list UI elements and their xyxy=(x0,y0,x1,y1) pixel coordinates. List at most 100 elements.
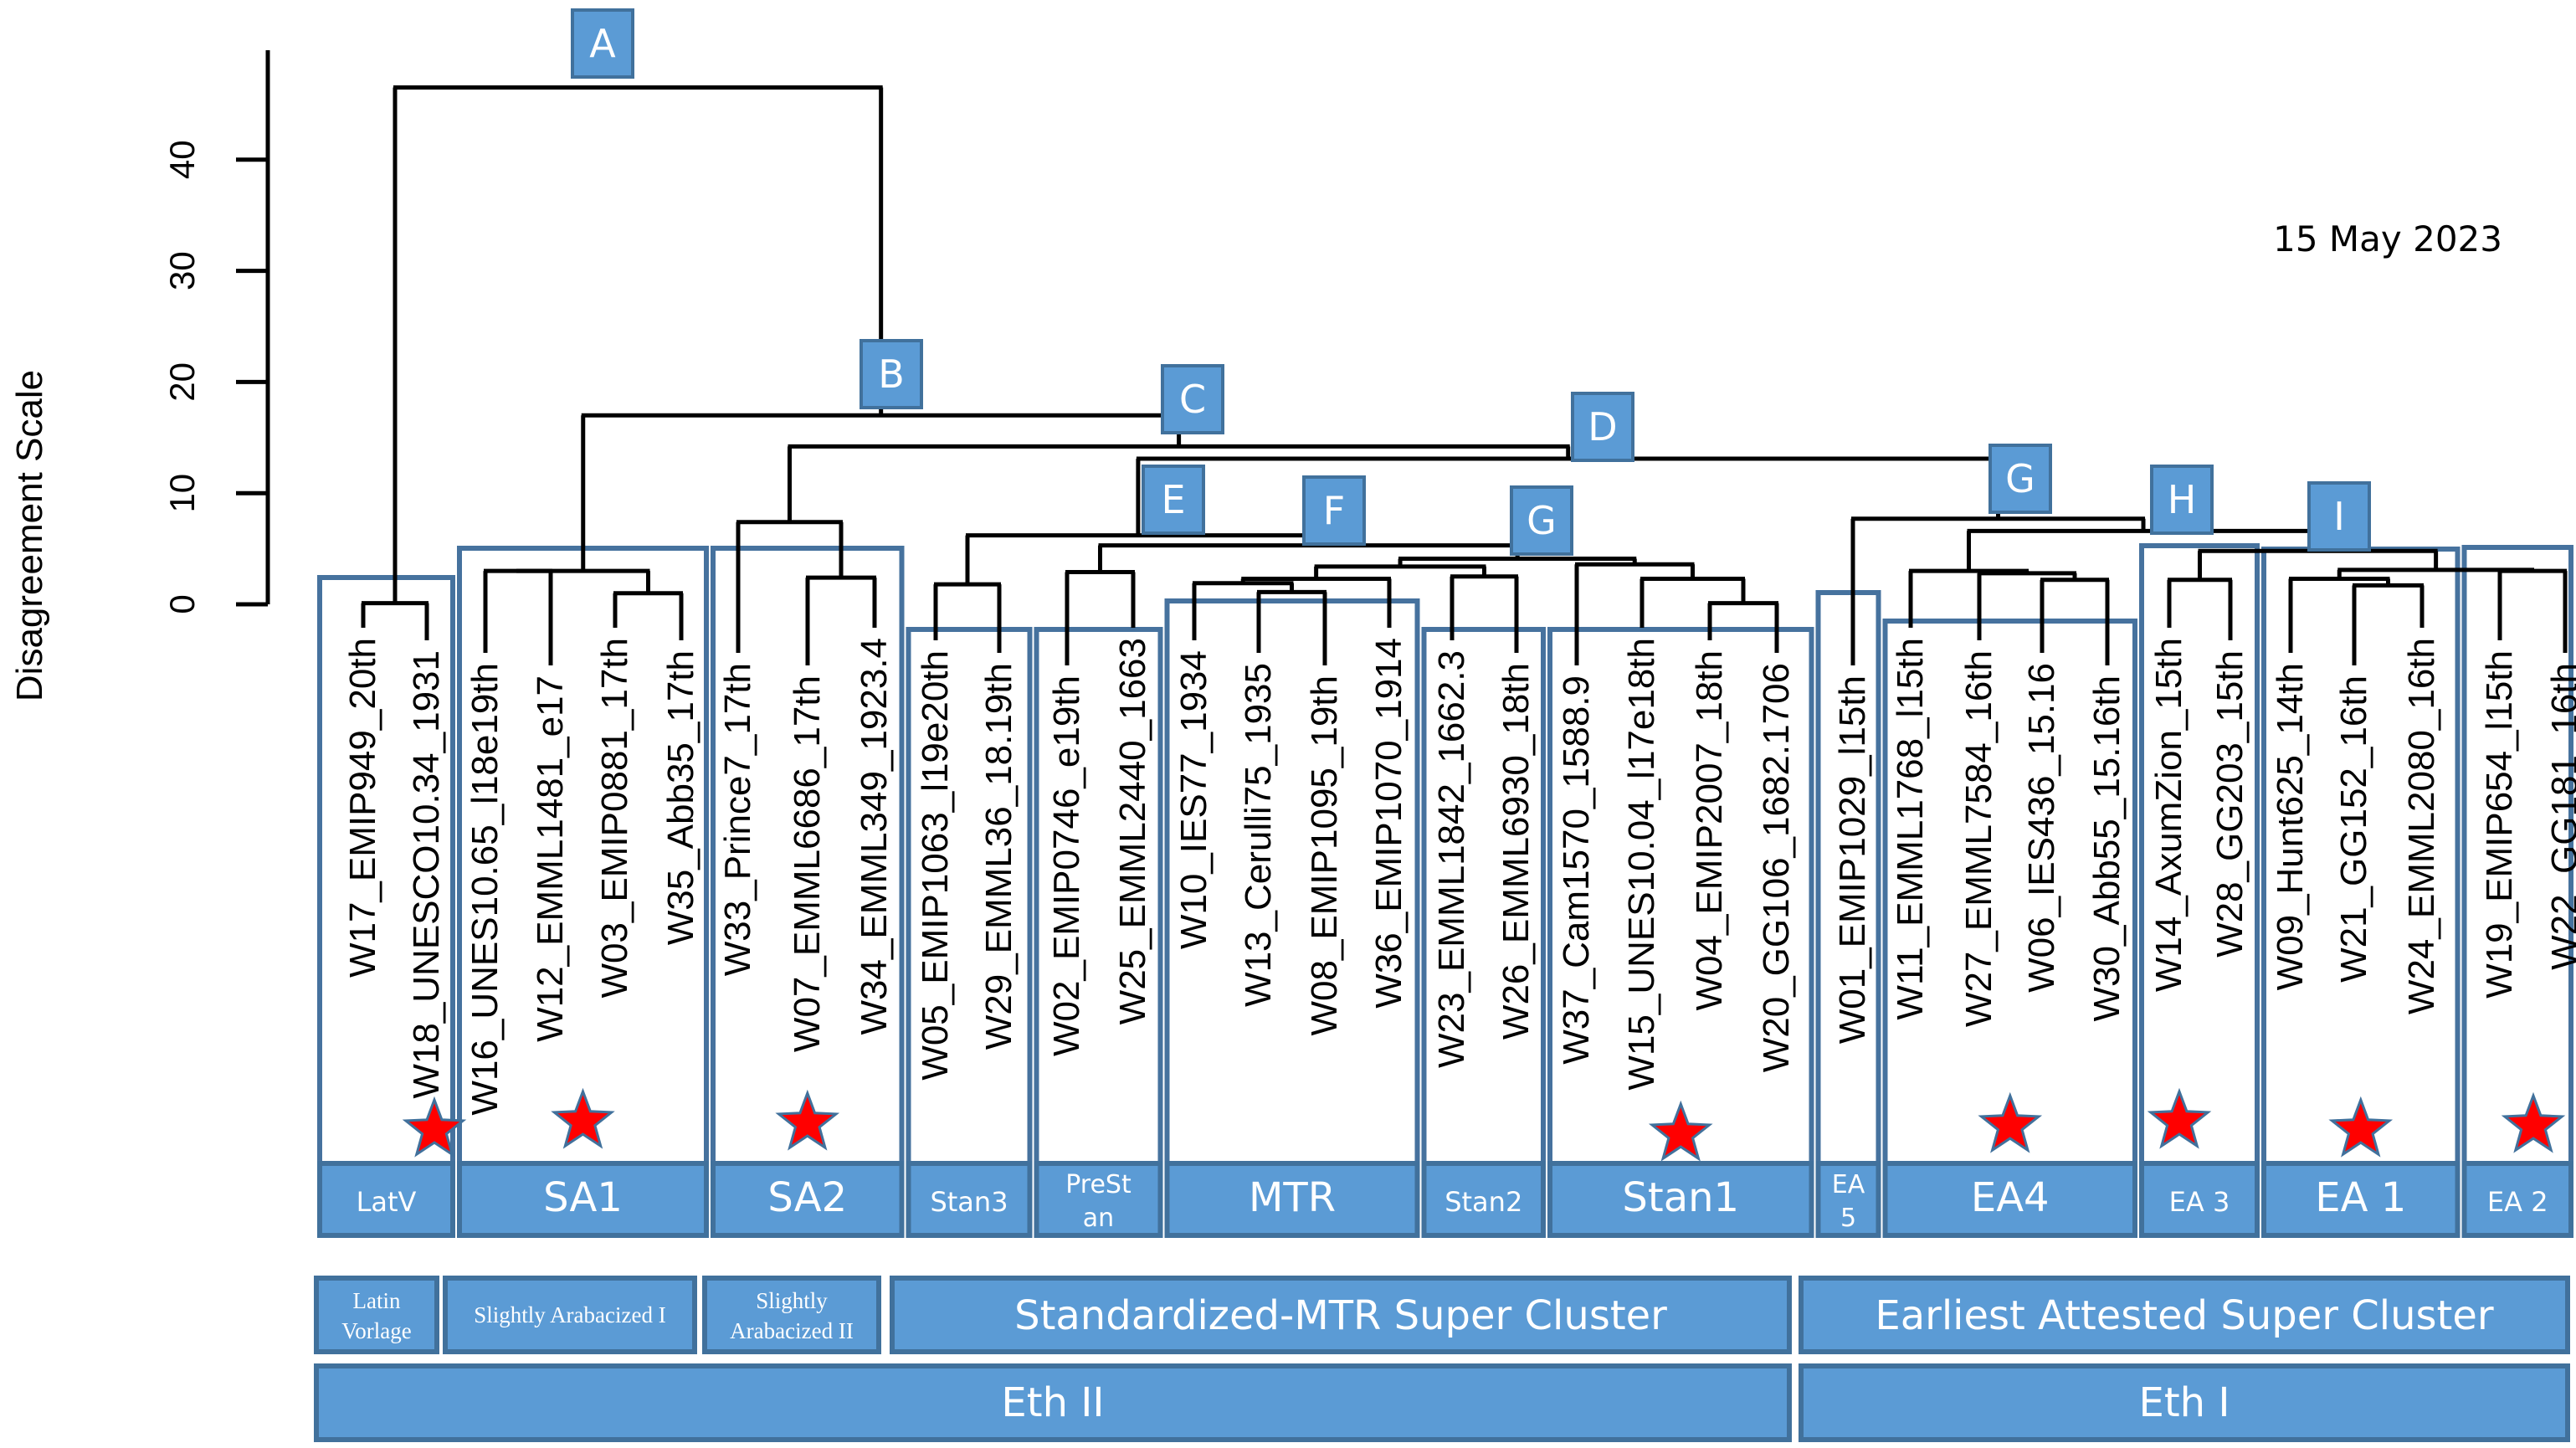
cluster-label-box xyxy=(1421,1161,1546,1238)
leaf-label: W29_EMML36_18.19th xyxy=(978,663,1019,1050)
node-tag-box xyxy=(1142,465,1205,535)
leaf-label: W34_EMML349_1923.4 xyxy=(854,638,895,1035)
cluster-label: 5 xyxy=(1840,1204,1856,1233)
cluster-label: LatV xyxy=(357,1186,417,1218)
super-cluster-label: Standardized-MTR Super Cluster xyxy=(1014,1292,1667,1339)
leaf-labels: W17_EMIP949_20th W18_UNESCO10.34_1931 W16_… xyxy=(342,638,2576,1116)
leaf-label: W27_EMML7584_16th xyxy=(1958,650,1999,1027)
y-tick-label: 10 xyxy=(162,474,202,513)
node-tag-label: E xyxy=(1161,477,1185,522)
node-tag: H xyxy=(2150,465,2214,535)
node-tag-box xyxy=(571,8,634,79)
cluster-label: Stan2 xyxy=(1445,1186,1522,1218)
cluster-label-box xyxy=(317,1161,455,1238)
cluster-label-box xyxy=(1815,1161,1881,1238)
cluster-label: Stan3 xyxy=(930,1186,1008,1218)
super-cluster-box xyxy=(702,1276,881,1354)
cluster-label: EA 2 xyxy=(2487,1186,2548,1218)
cluster-label-box xyxy=(2139,1161,2260,1238)
leaf-label: W11_EMML1768_l15th xyxy=(1890,638,1931,1020)
cluster-label-box xyxy=(457,1161,709,1238)
super-cluster-label: Vorlage xyxy=(341,1318,411,1343)
node-tag-label: D xyxy=(1588,404,1617,449)
super-cluster-box xyxy=(890,1276,1792,1354)
cluster-label: MTR xyxy=(1249,1174,1336,1221)
leaf-label: W10_IES77_1934 xyxy=(1173,650,1214,949)
node-tag: F xyxy=(1302,475,1366,546)
leaf-label: W15_UNES10.04_l17e18th xyxy=(1621,638,1662,1091)
leaf-label: W09_Hunt625_14th xyxy=(2270,663,2311,990)
node-tag: I xyxy=(2307,481,2371,552)
y-tick-label: 30 xyxy=(162,251,202,290)
node-tag-label: I xyxy=(2333,494,2345,539)
node-tag: C xyxy=(1161,364,1224,434)
super-cluster-label: Slightly xyxy=(756,1288,828,1313)
family-label: Eth I xyxy=(2139,1379,2230,1426)
node-tag-box xyxy=(2307,481,2371,552)
cluster-label-box xyxy=(1882,1161,2137,1238)
leaf-label: W04_EMIP2007_18th xyxy=(1689,650,1730,1011)
node-tag-box xyxy=(1302,475,1366,546)
star-icon xyxy=(2328,1096,2394,1158)
leaf-label: W30_Abb55_15.16th xyxy=(2086,675,2127,1021)
super-cluster-label: Arabacized II xyxy=(730,1318,854,1343)
cluster-label: PreSt xyxy=(1065,1170,1131,1199)
node-tag-label: C xyxy=(1179,377,1206,422)
cluster-label: EA 1 xyxy=(2315,1174,2406,1221)
leaf-label: W21_GG152_16th xyxy=(2333,675,2374,983)
star-icon xyxy=(1648,1100,1713,1162)
node-tag-box xyxy=(1510,485,1573,556)
date-label: 15 May 2023 xyxy=(2273,218,2502,259)
leaf-label: W16_UNES10.65_l18e19th xyxy=(464,663,505,1116)
leaf-label: W23_EMML1842_1662.3 xyxy=(1431,650,1472,1068)
leaf-label: W17_EMIP949_20th xyxy=(342,638,383,978)
leaf-label: W20_GG106_1682.1706 xyxy=(1756,663,1797,1072)
family-box xyxy=(1799,1363,2570,1442)
node-tag-label: F xyxy=(1323,488,1345,533)
cluster-label: EA xyxy=(1832,1170,1865,1199)
leaf-label: W01_EMIP1029_l15th xyxy=(1832,675,1873,1044)
cluster-label-box xyxy=(1164,1161,1420,1238)
node-tag-box xyxy=(1161,364,1224,434)
leaf-label: W02_EMIP0746_e19th xyxy=(1046,675,1087,1056)
super-cluster-label: Slightly Arabacized I xyxy=(474,1302,665,1327)
node-tag: B xyxy=(860,339,923,409)
node-tag: G xyxy=(1988,444,2052,514)
leaf-label: W05_EMIP1063_l19e20th xyxy=(915,650,956,1081)
leaf-label: W22_GG181_16th xyxy=(2544,663,2576,970)
node-tag-box xyxy=(1988,444,2052,514)
leaf-label: W12_EMML1481_e17 xyxy=(530,675,571,1042)
leaf-label: W03_EMIP0881_17th xyxy=(594,638,635,999)
dendrogram-branches xyxy=(361,85,2568,665)
cluster-label: an xyxy=(1083,1204,1114,1233)
node-tag: E xyxy=(1142,465,1205,535)
leaf-label: W19_EMIP654_l15th xyxy=(2479,650,2520,999)
cluster-label-box xyxy=(1034,1161,1163,1238)
leaf-label: W13_Cerulli75_1935 xyxy=(1238,663,1279,1007)
leaf-label: W37_Cam1570_1588.9 xyxy=(1556,675,1597,1065)
node-tag-label: G xyxy=(2005,456,2035,501)
y-tick-label: 20 xyxy=(162,362,202,402)
star-icon xyxy=(551,1087,615,1149)
leaf-label: W28_GG203_15th xyxy=(2209,650,2250,958)
leaf-label: W08_EMIP1095_19th xyxy=(1304,675,1345,1036)
cluster-label: EA 3 xyxy=(2169,1186,2230,1218)
node-tag-label: G xyxy=(1527,498,1557,543)
star-icon xyxy=(2147,1087,2212,1149)
node-tag-label: B xyxy=(878,352,905,397)
leaf-label: W06_IES436_15.16 xyxy=(2021,663,2062,993)
leaf-label: W18_UNESCO10.34_1931 xyxy=(406,650,447,1099)
node-tag-box xyxy=(2150,465,2214,535)
super-cluster-box xyxy=(443,1276,697,1354)
leaf-label: W33_Prince7_17th xyxy=(717,663,758,976)
star-icon xyxy=(775,1089,840,1151)
node-tag-box xyxy=(1571,392,1634,462)
leaf-label: W07_EMML6686_17th xyxy=(787,675,828,1052)
stars xyxy=(402,1087,2566,1162)
cluster-label: SA2 xyxy=(767,1174,847,1221)
